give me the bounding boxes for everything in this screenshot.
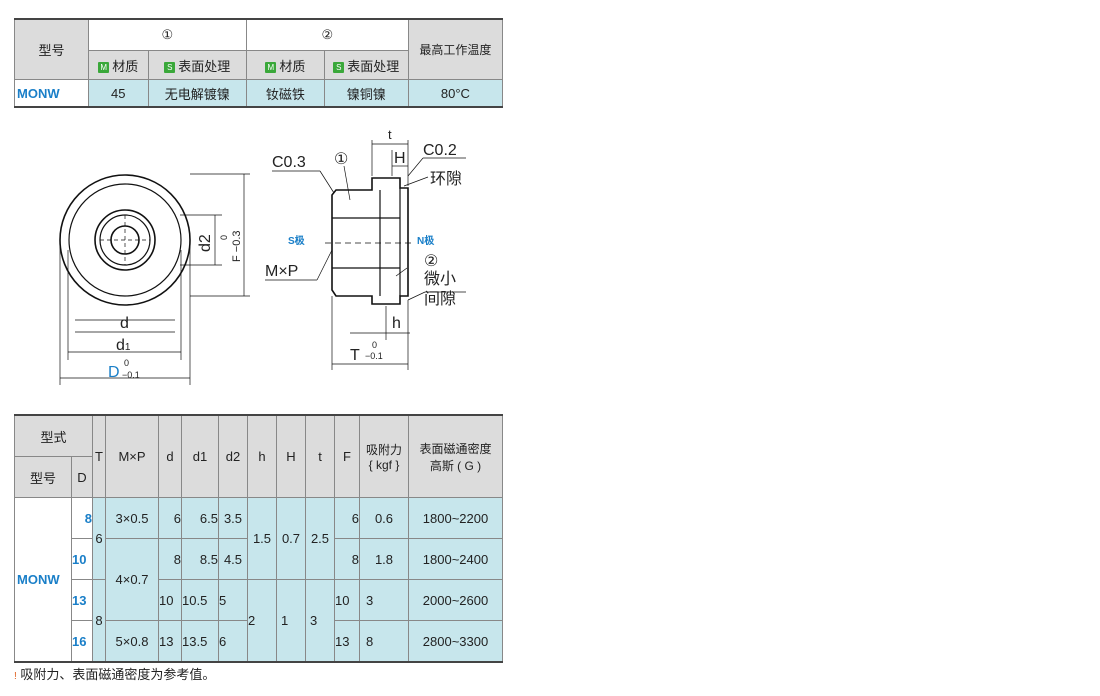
row0-F: 6 [334, 497, 360, 539]
label-D: D [108, 364, 120, 381]
label-t: t [388, 127, 392, 142]
label-c02: C0.2 [423, 142, 457, 159]
row0-d1: 6.5 [181, 497, 219, 539]
row1-MP: 4×0.7 [105, 538, 159, 621]
row2-force: 3 [359, 579, 409, 621]
row3-d: 13 [158, 620, 182, 663]
H-b: 1 [276, 579, 306, 663]
row1-d: 8 [158, 538, 182, 580]
label-T: T [350, 347, 360, 364]
row2-flux: 2000~2600 [408, 579, 503, 621]
row1-force: 1.8 [359, 538, 409, 580]
row3-force: 8 [359, 620, 409, 663]
row0-force: 0.6 [359, 497, 409, 539]
row0-MP: 3×0.5 [105, 497, 159, 539]
h-t: t [305, 414, 335, 498]
row2-D: 13 [71, 579, 93, 621]
label-d: d [120, 315, 129, 332]
h-MP: M×P [105, 414, 159, 498]
h-b: 2 [247, 579, 277, 663]
row3-d1: 13.5 [181, 620, 219, 663]
label-h: h [392, 315, 401, 332]
label-circle1: ① [334, 151, 348, 168]
row3-MP: 5×0.8 [105, 620, 159, 663]
technical-drawing: d d1 D 0 −0.1 d2 0 F −0.3 C0.3 ① t H C0.… [59, 127, 466, 385]
h-F: F [334, 414, 360, 498]
h-h: h [247, 414, 277, 498]
row2-F: 10 [334, 579, 360, 621]
spec-surf1: 无电解镀镍 [147, 79, 247, 108]
label-d1: d1 [116, 337, 131, 354]
h-type: 型式 [14, 414, 93, 457]
t-b: 3 [305, 579, 335, 663]
label-circle2: ② [424, 253, 438, 270]
label-H: H [394, 150, 406, 167]
dimension-table: 型式 T M×P d d1 d2 h H t F 吸附力{ kgf } 表面磁通… [14, 414, 503, 663]
row3-flux: 2800~3300 [408, 620, 503, 663]
label-small-gap-1: 微小 [424, 270, 456, 288]
label-mxp: M×P [265, 263, 298, 280]
h-flux: 表面磁通密度高斯 ( G ) [408, 414, 503, 498]
h-model: 型号 [14, 456, 72, 498]
d2-tol-top: 0 [219, 235, 229, 240]
T-b: 8 [92, 579, 106, 663]
spec-mat2: 钕磁铁 [245, 79, 325, 108]
row0-d: 6 [158, 497, 182, 539]
group2-header: ② [245, 18, 409, 51]
row0-d2: 3.5 [218, 497, 248, 539]
D-tol-top: 0 [124, 358, 129, 368]
row1-F: 8 [334, 538, 360, 580]
T-tol-bot: −0.1 [365, 351, 383, 361]
h-d2: d2 [218, 414, 248, 498]
row3-d2: 6 [218, 620, 248, 663]
spec-temp: 80°C [407, 79, 504, 108]
h-a: 1.5 [247, 497, 277, 580]
h-force: 吸附力{ kgf } [359, 414, 409, 498]
max-temp-header: 最高工作温度 [407, 18, 504, 80]
t-a: 2.5 [305, 497, 335, 580]
warning-icon: ! [14, 671, 17, 682]
row2-d: 10 [158, 579, 182, 621]
dim-model: MONW [14, 497, 72, 663]
h-D: D [71, 456, 93, 498]
row2-d1: 10.5 [181, 579, 219, 621]
label-ring-gap: 环隙 [430, 170, 462, 188]
row1-d1: 8.5 [181, 538, 219, 580]
label-c03: C0.3 [272, 154, 306, 171]
row0-flux: 1800~2200 [408, 497, 503, 539]
spec-model: MONW [14, 79, 89, 108]
footnote-text: 吸附力、表面磁通密度为参考值。 [20, 667, 216, 682]
label-small-gap-2: 间隙 [424, 290, 456, 308]
col-model: 型号 [14, 18, 89, 80]
h-d1: d1 [181, 414, 219, 498]
h-T: T [92, 414, 106, 498]
row3-F: 13 [334, 620, 360, 663]
label-d2: d2 [197, 234, 214, 252]
T-tol-top: 0 [372, 340, 377, 350]
h-H: H [276, 414, 306, 498]
group1-header: ① [87, 18, 247, 51]
label-n-pole: N极 [417, 234, 435, 247]
row3-D: 16 [71, 620, 93, 663]
row1-flux: 1800~2400 [408, 538, 503, 580]
label-s-pole: S极 [288, 234, 306, 247]
row2-d2: 5 [218, 579, 248, 621]
row1-D: 10 [71, 538, 93, 580]
T-a: 6 [92, 497, 106, 580]
footnote: ! 吸附力、表面磁通密度为参考值。 [14, 664, 215, 683]
h-d: d [158, 414, 182, 498]
d2-tol-bot: F −0.3 [231, 231, 243, 263]
H-a: 0.7 [276, 497, 306, 580]
spec-mat1: 45 [87, 79, 149, 108]
row1-d2: 4.5 [218, 538, 248, 580]
row0-D: 8 [71, 497, 93, 539]
D-tol-bot: −0.1 [122, 370, 140, 380]
